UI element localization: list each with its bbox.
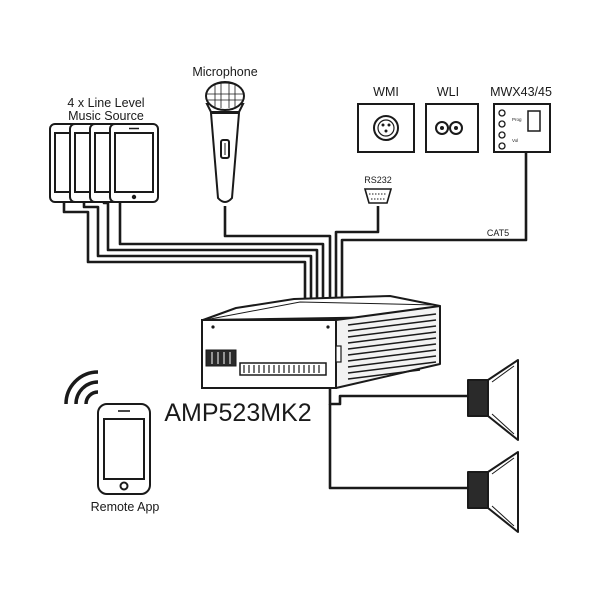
cable-rs232 — [334, 206, 380, 298]
wli-label: WLI — [437, 85, 459, 99]
mwx-plate-group: MWX43/45 Prog Vol — [490, 85, 552, 153]
music-sources-group: 4 x Line Level Music Source — [49, 96, 159, 203]
wli-plate-group: WLI — [425, 85, 479, 153]
mwx-prog-label: Prog — [512, 117, 522, 122]
tablet-icon — [109, 123, 159, 203]
rs232-label: RS232 — [364, 175, 392, 185]
rs232-group: RS232 — [363, 175, 393, 204]
cable-speaker-top — [328, 388, 470, 406]
cable-source-3 — [102, 200, 319, 298]
speaker-icon — [467, 359, 519, 441]
cable-source-1 — [62, 200, 307, 298]
amplifier-icon — [201, 295, 441, 389]
amp-model-label: AMP523MK2 — [164, 399, 311, 427]
remote-app-label: Remote App — [91, 500, 160, 514]
microphone-icon — [205, 81, 245, 203]
remote-app-group: Remote App — [64, 370, 160, 514]
volume-control-icon — [493, 103, 551, 153]
cable-source-4 — [118, 200, 325, 298]
microphone-label: Microphone — [192, 65, 257, 79]
sources-label-line1: 4 x Line Level — [67, 96, 144, 110]
serial-port-icon — [363, 188, 393, 204]
wmi-label: WMI — [373, 85, 399, 99]
smartphone-icon — [97, 403, 151, 495]
mwx-label: MWX43/45 — [490, 85, 552, 99]
wmi-plate-group: WMI — [357, 85, 415, 153]
cable-cat5 — [340, 150, 528, 298]
cat5-label: CAT5 — [487, 228, 509, 238]
wifi-signal-icon — [64, 370, 99, 405]
amp-terminal-block — [205, 349, 237, 367]
cable-source-2 — [82, 200, 313, 298]
microphone-group: Microphone — [192, 65, 258, 203]
xlr-socket-icon — [357, 103, 415, 153]
cable-speaker-bottom — [328, 404, 470, 490]
sources-label-line2: Music Source — [68, 109, 144, 123]
amp-connector-strip — [239, 362, 327, 376]
speaker-icon — [467, 451, 519, 533]
mwx-vol-label: Vol — [512, 138, 518, 143]
rca-socket-icon — [425, 103, 479, 153]
amp-connector-pins — [243, 365, 320, 373]
cable-microphone — [223, 206, 332, 298]
